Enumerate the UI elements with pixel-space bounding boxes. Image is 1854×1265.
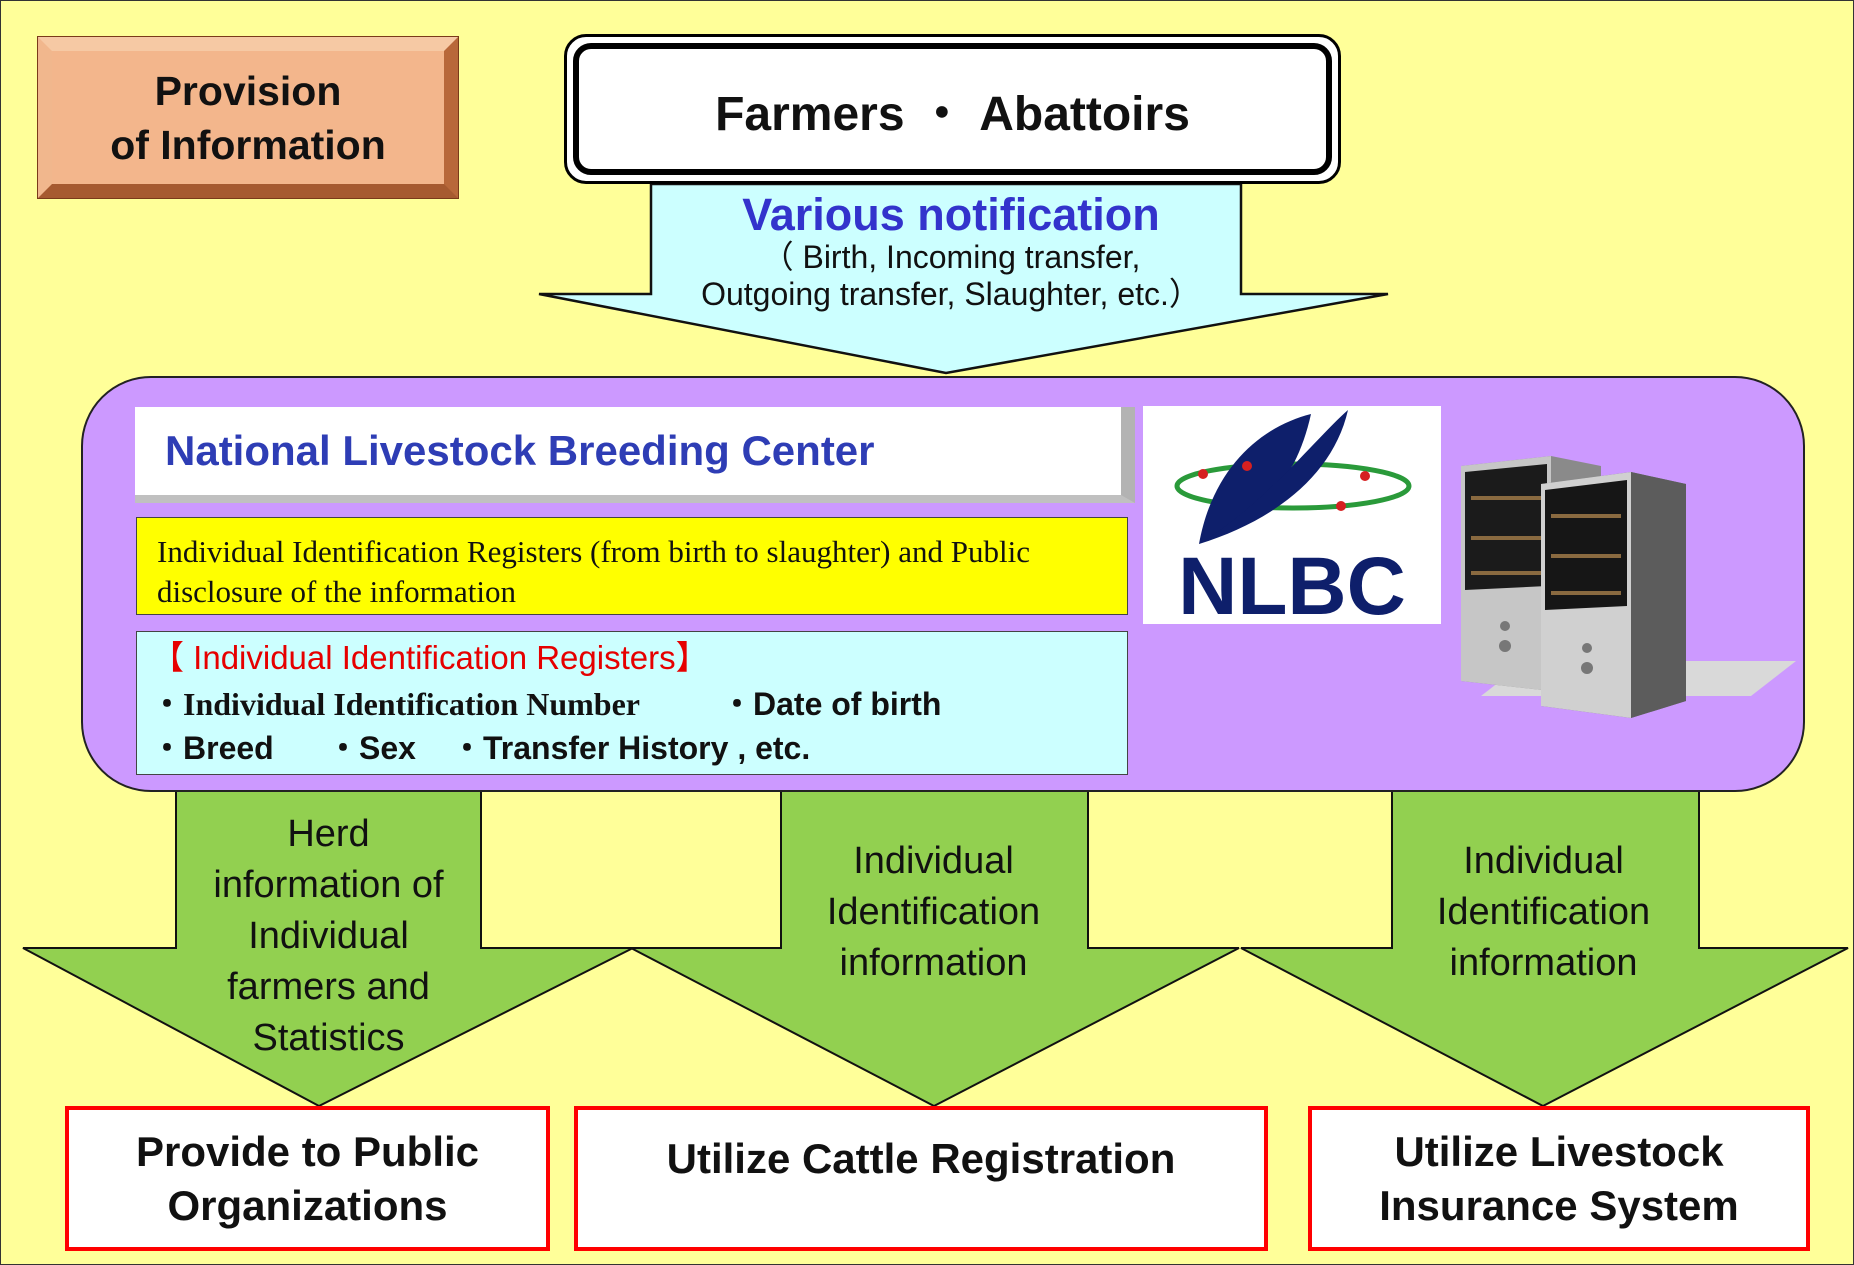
register-description: Individual Identification Registers (fro… — [157, 534, 1030, 609]
flow-arrow-3 — [1240, 790, 1849, 1108]
flow-label: Individual Identification information — [1436, 840, 1651, 984]
register-list-box: 【 Individual Identification Registers】 ・… — [136, 631, 1128, 775]
register-item: ・Date of birth — [721, 686, 942, 722]
source-box: Farmers ・ Abattoirs — [573, 43, 1332, 175]
register-item: ・Individual Identification Number — [151, 686, 640, 722]
nlbc-logo — [1143, 406, 1441, 624]
nlbc-logo-emblem-icon — [1174, 410, 1412, 544]
nlbc-title-box: National Livestock Breeding Center — [135, 407, 1135, 503]
notification-title: Various notification — [742, 189, 1160, 240]
destination-public-organizations: Provide to Public Organizations — [65, 1106, 550, 1251]
destination-cattle-registration: Utilize Cattle Registration — [574, 1106, 1268, 1251]
register-item: ・Breed — [151, 730, 274, 766]
provision-title: Provision of Information — [110, 67, 386, 168]
register-item: ・Transfer History , etc. — [451, 730, 811, 766]
destination-label: Utilize Cattle Registration — [666, 1135, 1176, 1182]
register-description-box: Individual Identification Registers (fro… — [136, 517, 1128, 615]
source-label: Farmers ・ Abattoirs — [715, 88, 1190, 141]
provision-box: Provision of Information — [37, 36, 459, 199]
destination-livestock-insurance: Utilize Livestock Insurance System — [1308, 1106, 1810, 1251]
flow-label: Herd information of Individual farmers a… — [213, 813, 444, 1059]
register-row: ・Individual Identification Number ・Date … — [151, 680, 1113, 724]
destination-label: Provide to Public Organizations — [135, 1127, 480, 1229]
server-icon — [1461, 456, 1796, 718]
register-heading: 【 Individual Identification Registers】 — [151, 639, 709, 676]
notification-arrow — [538, 182, 1389, 375]
provision-face: Provision of Information — [52, 51, 444, 184]
nlbc-title: National Livestock Breeding Center — [165, 427, 875, 474]
destination-label: Utilize Livestock Insurance System — [1379, 1127, 1739, 1229]
flow-arrow-1 — [22, 790, 634, 1108]
register-row: ・Breed ・Sex ・Transfer History , etc. — [151, 724, 1113, 768]
flow-label: Individual Identification information — [826, 840, 1041, 984]
register-item: ・Sex — [327, 730, 416, 766]
flow-arrow-2 — [630, 790, 1240, 1108]
nlbc-logo-text: NLBC — [1178, 541, 1406, 632]
notification-detail: （ Birth, Incoming transfer, Outgoing tra… — [701, 239, 1201, 312]
